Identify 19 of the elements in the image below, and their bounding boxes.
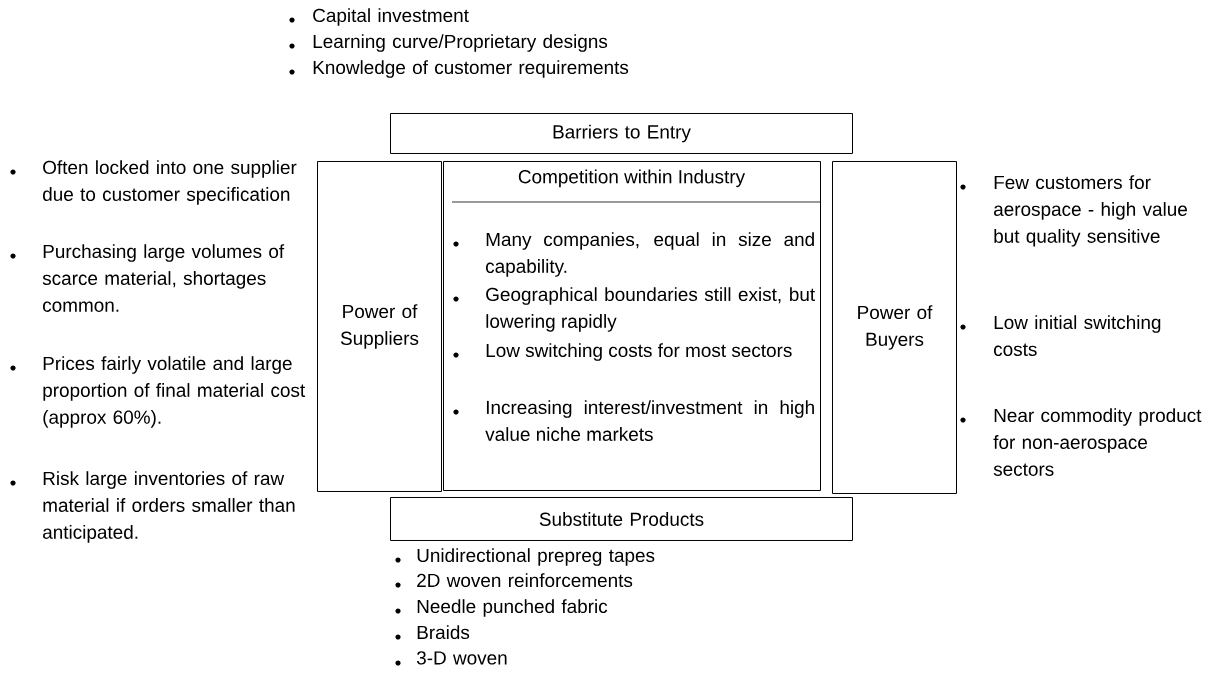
force-box: Barriers to Entry — [390, 113, 853, 154]
bullet-text: Braids — [417, 625, 470, 640]
force-box: Substitute Products — [390, 497, 853, 541]
bullet-text: 2D woven reinforcements — [417, 573, 633, 588]
force-box: Power of Suppliers — [317, 161, 442, 492]
bullet-text: Near commodity product for non-aerospace sectors — [993, 408, 1202, 476]
bullet-text: Capital investment — [313, 8, 469, 26]
bullet-text: Learning curve/Proprietary designs — [313, 34, 608, 52]
bullet-text: Low initial switching costs — [994, 315, 1161, 356]
bullet-text: 3-D woven — [416, 651, 507, 665]
bullet-text: Needle punched fabric — [417, 599, 608, 617]
force-panel: Competition within Industry Many companies, equal in size and capability. Geographical boundaries still exist, but lowering rapidly Low switching costs for most sectors Increasing interest/investment in high value niche markets — [443, 161, 821, 491]
bullet-text: Few customers for aerospace - high value but quality sensitive — [994, 175, 1187, 247]
force-box: Power of Buyers — [832, 161, 957, 494]
bullet-text: Knowledge of customer requirements — [313, 60, 629, 78]
bullet-text: Risk large inventories of raw material if orders smaller than anticipated. — [43, 471, 295, 543]
bullet-text: Purchasing large volumes of scarce material, shortages common. — [42, 244, 285, 312]
bullet-text: Often locked into one supplier due to customer specification — [43, 160, 297, 205]
bullet-text: Unidirectional prepreg tapes — [417, 548, 655, 566]
